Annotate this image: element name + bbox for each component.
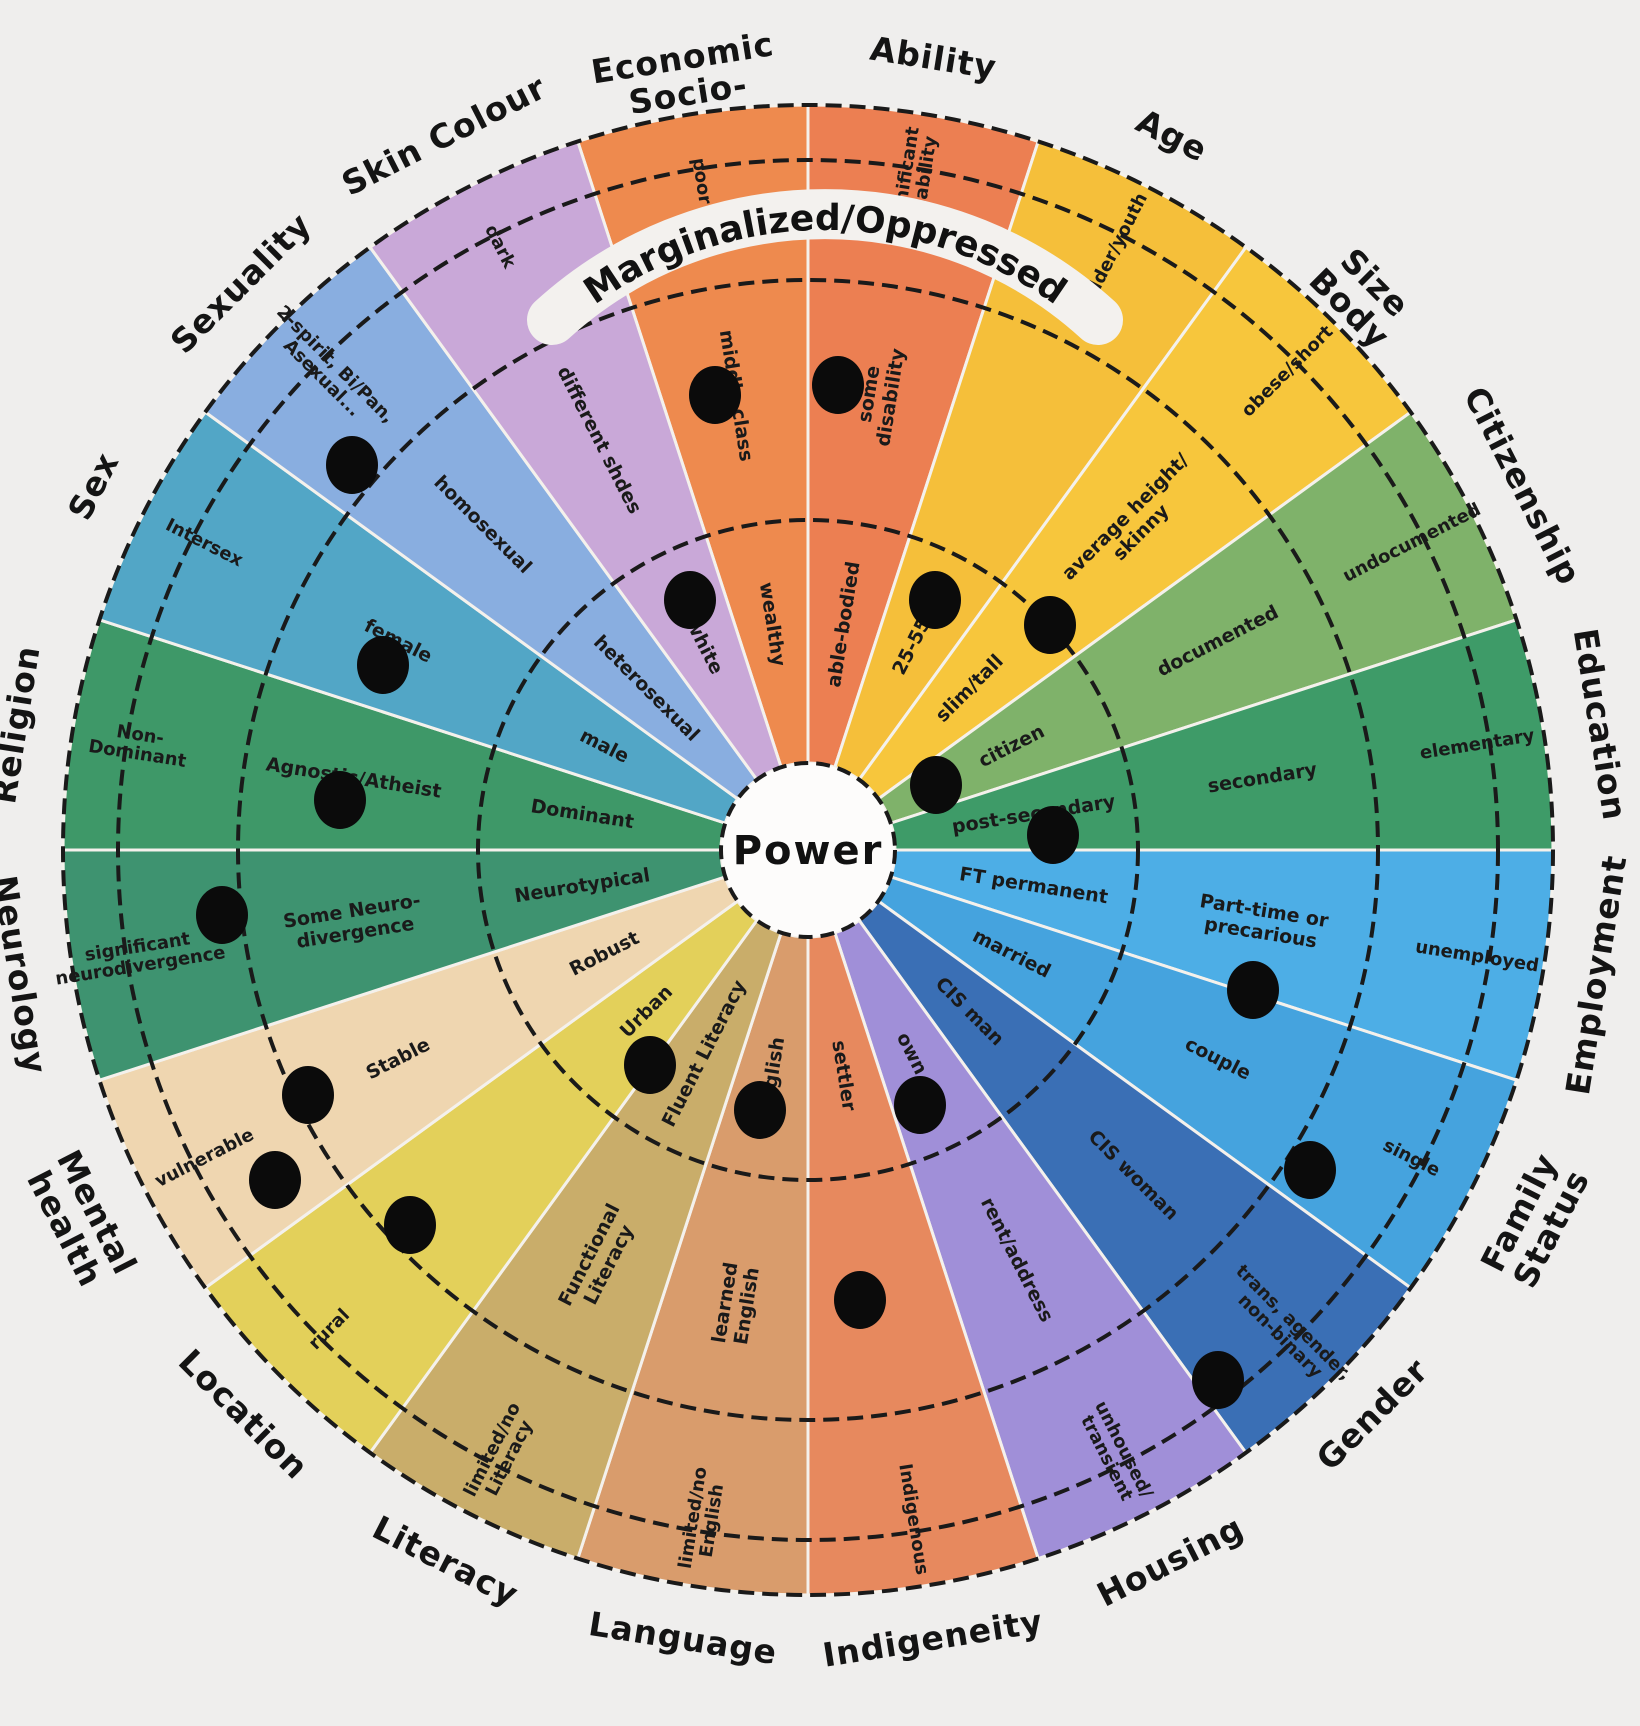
category-label-education: Education [1566,626,1635,823]
ring-outer-edge [61,103,1555,1597]
category-label-language: Language [586,1604,780,1672]
marker-dot [624,1036,676,1094]
ring-boundaries [61,103,1555,1597]
marker-dot [1024,596,1076,654]
category-label-ability: Ability [867,29,999,87]
marker-dot [282,1066,334,1124]
marker-dot [664,571,716,629]
marker-dot [1192,1351,1244,1409]
marker-dot [249,1151,301,1209]
banner-background [527,189,1123,345]
marker-dot [384,1196,436,1254]
marker-dot [326,436,378,494]
middle-label-language: learnedEnglish [708,1261,764,1348]
marker-dot [812,356,864,414]
category-label-neurology: Neurology [0,873,55,1077]
ring-middle [236,278,1380,1422]
marker-dot [734,1081,786,1139]
category-label-indigeneity: Indigeneity [820,1602,1046,1675]
category-label-sex: Sex [60,446,127,526]
marker-dot [834,1271,886,1329]
center-label: Power [733,828,884,874]
marker-dot [909,571,961,629]
ring-outer [116,158,1500,1542]
marker-dot [1227,961,1279,1019]
ring-inner [476,518,1140,1182]
marker-dot [1027,806,1079,864]
center-hub: Power [719,761,897,939]
category-label-age: Age [1130,101,1214,170]
category-wedges [61,103,1555,1597]
marker-dot [1284,1141,1336,1199]
category-label-employment: Employment [1558,852,1634,1097]
marker-dot [357,636,409,694]
marker-dot [894,1076,946,1134]
marker-dots [196,356,1336,1409]
marker-dot [689,366,741,424]
marker-dot [910,756,962,814]
category-label-religion: Religion [0,643,48,807]
marker-dot [196,886,248,944]
marker-dot [314,771,366,829]
center-circle [719,761,897,939]
